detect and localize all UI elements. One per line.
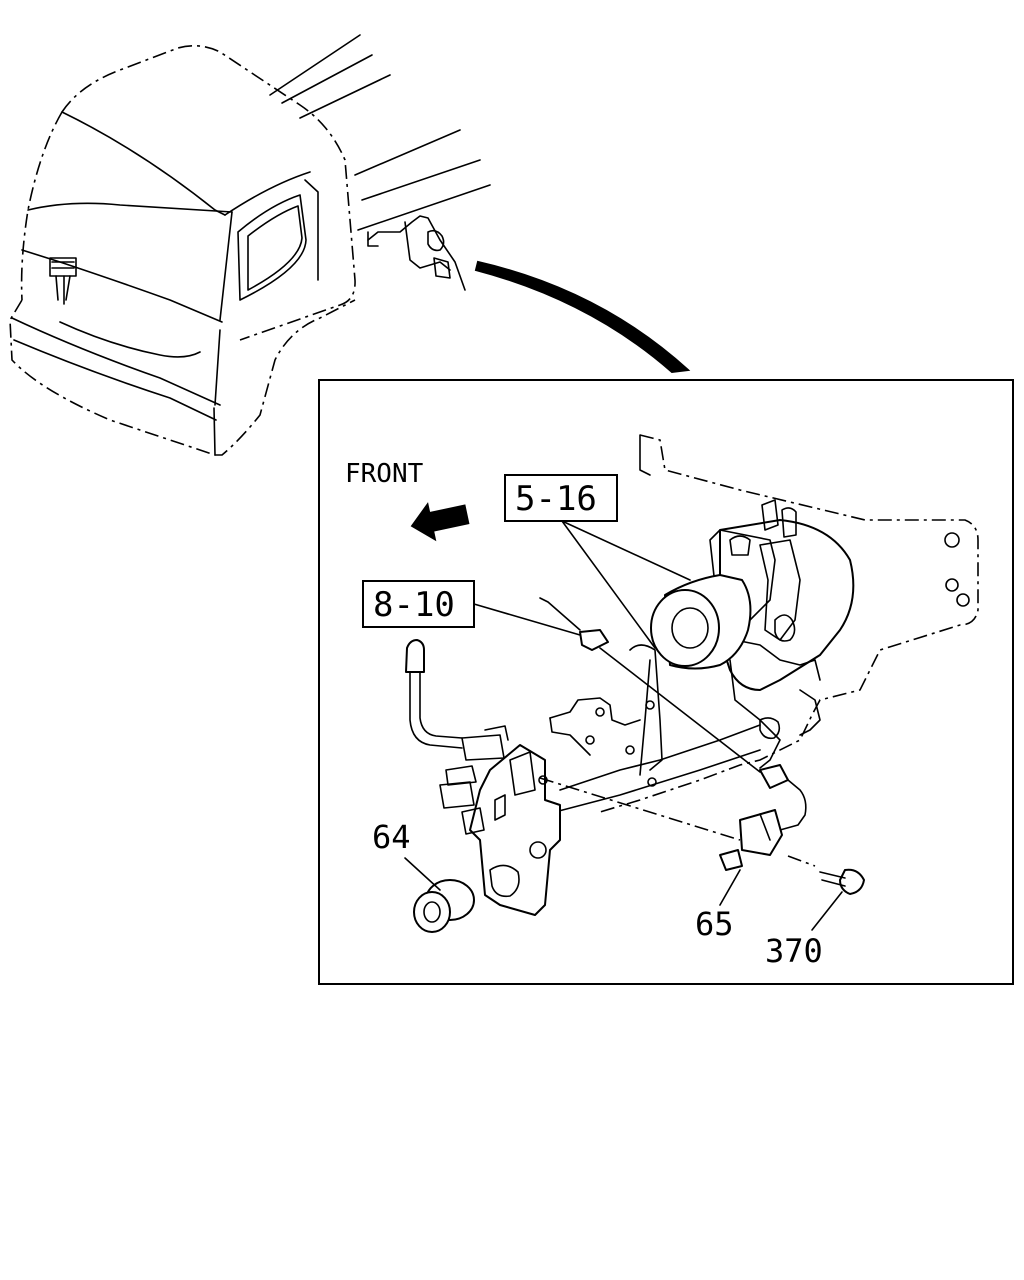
front-label: FRONT xyxy=(345,459,424,489)
part-number-65: 65 xyxy=(695,905,734,943)
callout-8-10[interactable]: 8-10 xyxy=(362,580,475,628)
callout-8-10-label: 8-10 xyxy=(373,585,455,625)
callout-5-16[interactable]: 5-16 xyxy=(504,474,618,522)
truck-cab-overview xyxy=(9,34,691,456)
part-number-64: 64 xyxy=(372,818,411,856)
front-indicator: FRONT xyxy=(345,459,470,542)
front-arrow-icon xyxy=(410,502,470,542)
part-number-370: 370 xyxy=(765,932,823,970)
detail-frame xyxy=(318,379,1014,985)
grommet-part xyxy=(413,879,475,933)
callout-5-16-label: 5-16 xyxy=(515,479,597,519)
bracket-assembly xyxy=(405,434,979,933)
